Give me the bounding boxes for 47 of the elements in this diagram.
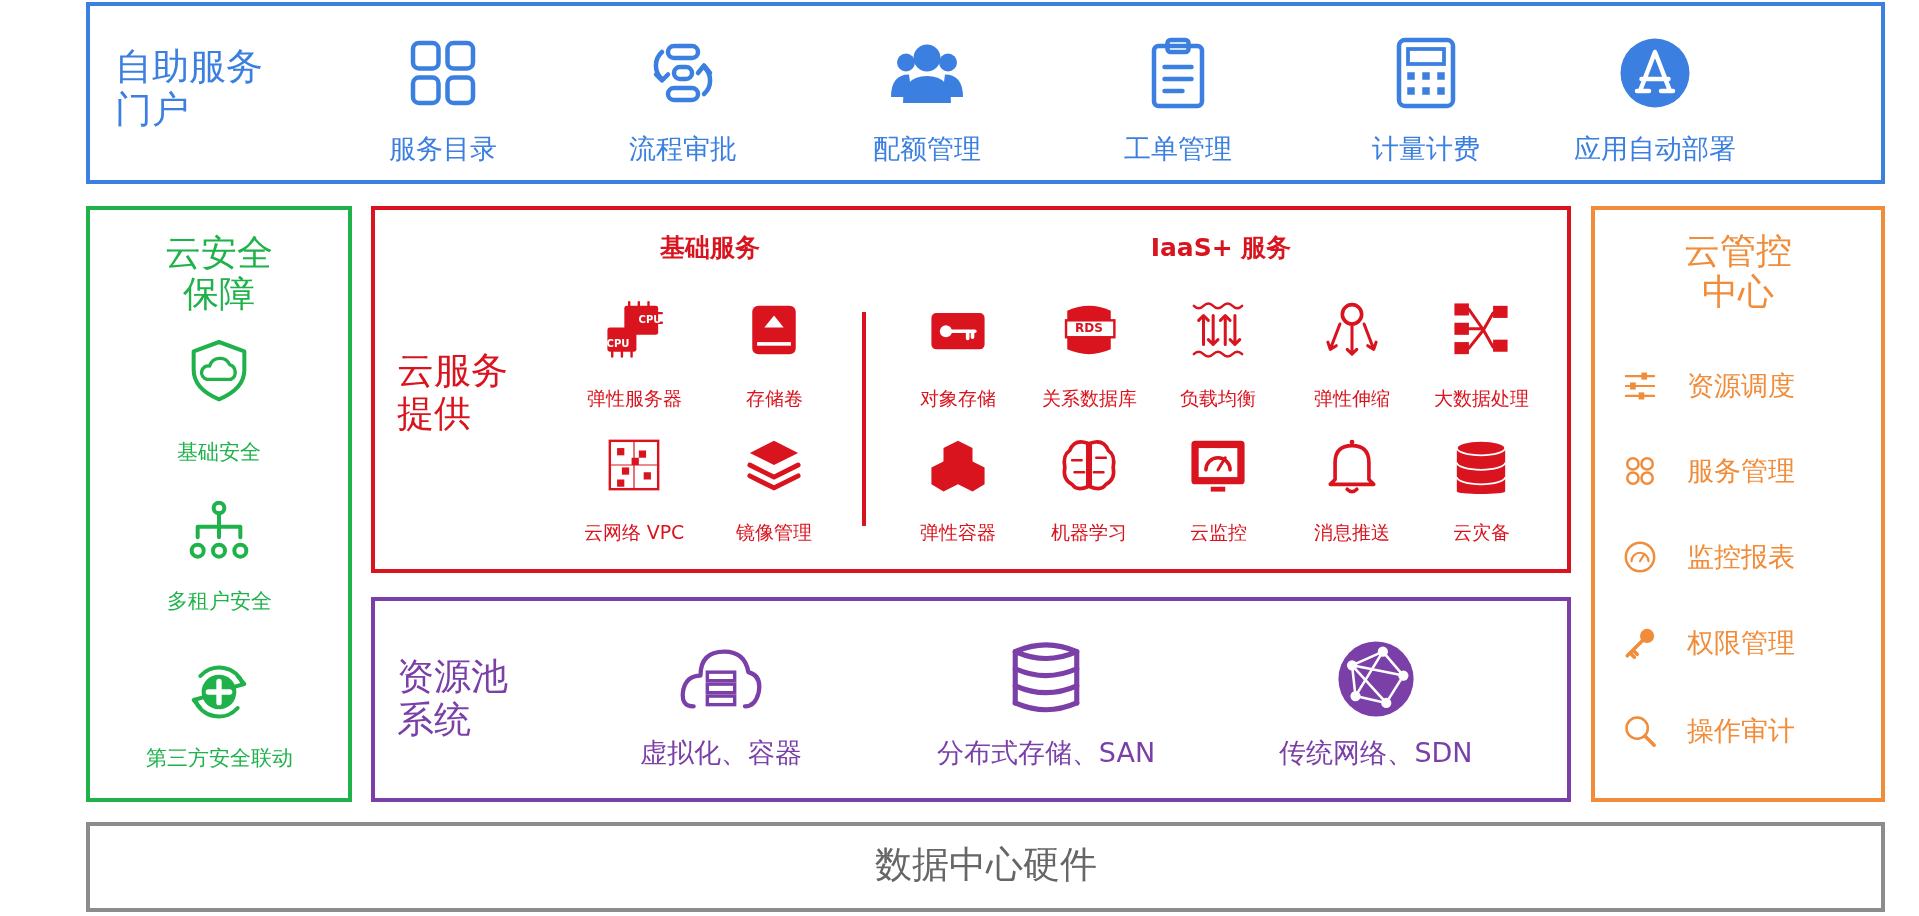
item-label: 云灾备 [1452,520,1510,544]
item-label: 虚拟化、容器 [640,736,802,770]
item-label: 分布式存储、SAN [936,736,1156,770]
item-label: 关系数据库 [1041,386,1137,410]
item-label: 操作审计 [1687,714,1795,748]
item-label: 第三方安全联动 [145,746,293,772]
panel-title: 自助服务门户 [115,46,264,132]
item-label: 消息推送 [1314,520,1390,544]
item-label: 云网络 VPC [583,520,685,544]
item-label: 服务目录 [389,132,497,166]
item-label: 权限管理 [1687,626,1795,660]
layer-panel [86,206,352,802]
item-label: 资源调度 [1687,369,1795,403]
layer-panel [1591,206,1885,802]
layer-panel [86,2,1885,184]
item-label: 流程审批 [629,132,737,166]
section-heading: 基础服务 [660,233,760,263]
panel-title: 云安全保障 [164,232,274,315]
icon-text: CPU [606,338,630,350]
item-label: 弹性服务器 [586,386,682,410]
section-heading: IaaS+ 服务 [1150,233,1292,263]
panel-title: 资源池系统 [397,656,509,742]
item-label: 计量计费 [1372,132,1480,166]
panel-title: 云服务提供 [397,350,509,436]
item-label: 云监控 [1189,520,1247,544]
icon-text: RDS [1075,320,1103,336]
panel-title: 数据中心硬件 [873,844,1098,887]
item-label: 传统网络、SDN [1279,736,1473,770]
item-label: 镜像管理 [736,520,812,544]
item-label: 对象存储 [920,386,996,410]
item-label: 应用自动部署 [1574,132,1736,166]
item-label: 弹性容器 [920,520,996,544]
item-label: 多租户安全 [166,589,272,615]
item-label: 基础安全 [177,440,261,466]
item-label: 存储卷 [745,386,803,410]
layer-panel [371,206,1571,573]
item-label: 大数据处理 [1433,386,1529,410]
item-label: 负载均衡 [1180,386,1256,410]
panel-title: 云管控中心 [1683,230,1793,313]
item-label: 弹性伸缩 [1314,386,1390,410]
item-label: 配额管理 [873,132,981,166]
item-label: 机器学习 [1051,520,1127,544]
item-label: 服务管理 [1687,454,1795,488]
item-label: 工单管理 [1124,132,1232,166]
layer-panel [371,597,1571,802]
layer-panel [86,822,1885,912]
item-label: 监控报表 [1687,540,1795,574]
